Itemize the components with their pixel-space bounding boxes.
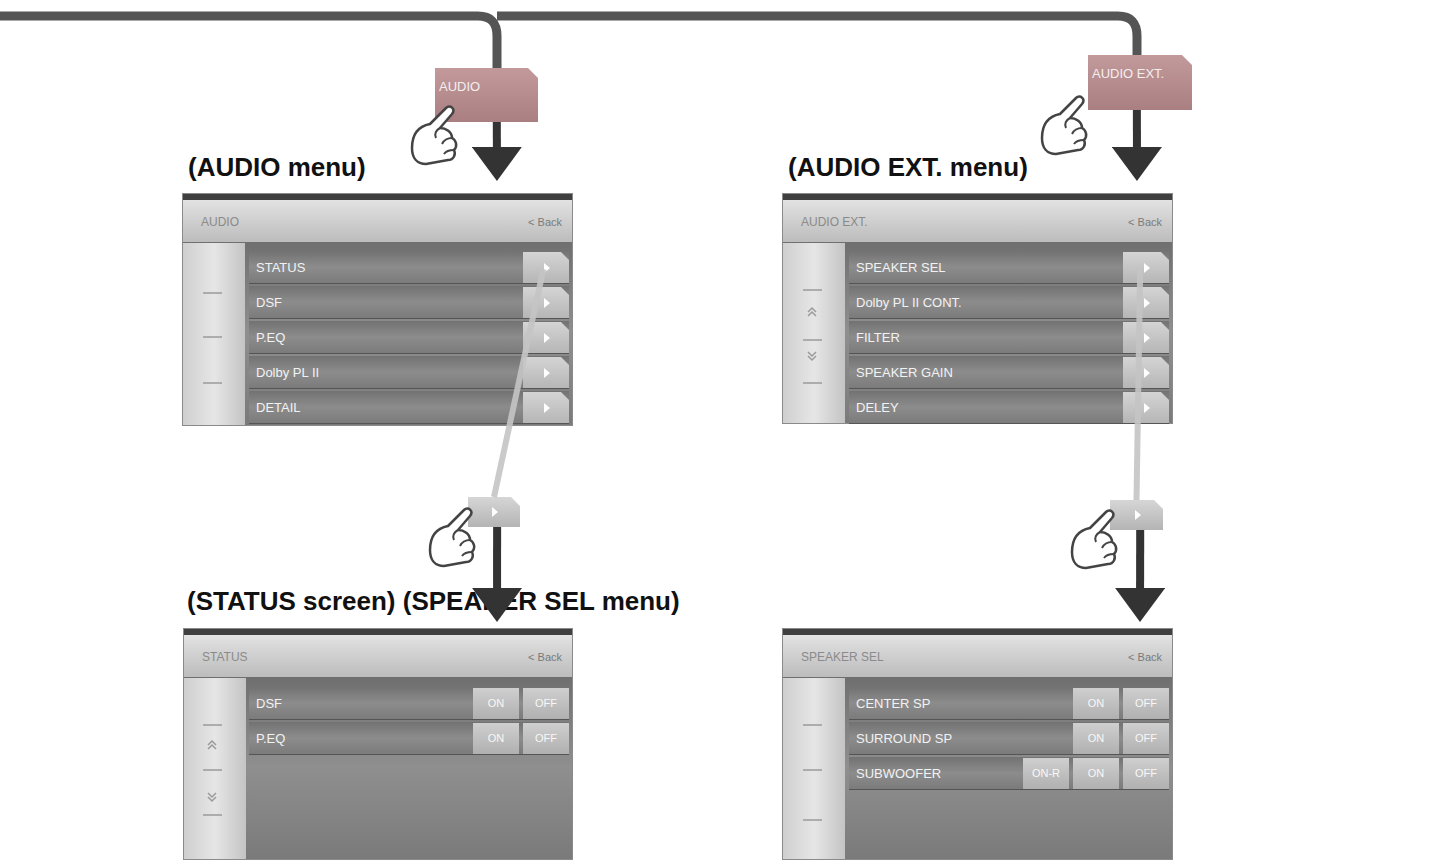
arrow-button: (STATUS) [468, 497, 520, 527]
flow-arrow [1136, 530, 1144, 608]
menu-row: SURROUND SP ONOFF [849, 722, 1169, 755]
menu-item-label: DELEY [856, 400, 899, 415]
menu-item-label: SUBWOOFER [856, 766, 941, 781]
scroll-down-chevron [808, 352, 816, 360]
menu-row: DSF ONOFF [249, 687, 569, 720]
tab-label: AUDIO EXT. [1092, 66, 1164, 81]
back-button-label: < Back [1128, 216, 1162, 228]
flow-arrow [493, 122, 501, 167]
screen-caption: (AUDIO EXT. menu) [788, 152, 1028, 183]
toggle-button-label: ON [473, 688, 519, 719]
scroll-strip [183, 243, 245, 425]
scroll-strip [184, 678, 246, 859]
menu-row: DELEY [849, 391, 1169, 424]
screen-title: AUDIO [201, 215, 239, 229]
toggle-button-label: ON [1073, 688, 1119, 719]
menu-row: Dolby PL II [249, 356, 569, 389]
arrow-button [1123, 287, 1169, 318]
menu-item-label: DSF [256, 696, 282, 711]
flow-arrow [1133, 110, 1141, 167]
screen-caption: (STATUS screen) (SPEAKER SEL menu) [187, 586, 680, 617]
menu-tab: AUDIO [435, 68, 538, 122]
menu-item-label: DETAIL [256, 400, 301, 415]
menu-item-label: SPEAKER GAIN [856, 365, 953, 380]
hand-pointer [412, 107, 456, 164]
scroll-up-chevron [808, 308, 816, 316]
menu-row: DSF [249, 286, 569, 319]
hand-pointer [430, 509, 474, 566]
arrow-button [523, 322, 569, 353]
arrow-button [523, 357, 569, 388]
screen-title: STATUS [202, 650, 248, 664]
menu-row: DETAIL [249, 391, 569, 424]
menu-row: Dolby PL II CONT. [849, 286, 1169, 319]
scroll-mark [803, 725, 822, 820]
scroll-mark [803, 290, 822, 383]
menu-row: SPEAKER SEL [849, 251, 1169, 284]
screen-title: AUDIO EXT. [801, 215, 868, 229]
arrow-button [1123, 357, 1169, 388]
menu-row: P.EQ ONOFF [249, 722, 569, 755]
toggle-button-label: ON [473, 723, 519, 754]
toggle-button-label: OFF [1123, 758, 1169, 789]
arrow-button [523, 287, 569, 318]
toggle-button-label: ON [1073, 758, 1119, 789]
menu-item-label: CENTER SP [856, 696, 930, 711]
menu-row: SUBWOOFER ON-RONOFF [849, 757, 1169, 790]
back-button-label: < Back [528, 216, 562, 228]
menu-row: STATUS [249, 251, 569, 284]
menu-item-label: P.EQ [256, 731, 285, 746]
screen-panel: (AUDIO EXT. menu)AUDIO EXT.< BackSPEAKER… [782, 193, 1173, 424]
toggle-button-label: ON [1073, 723, 1119, 754]
scroll-strip [783, 678, 845, 859]
scroll-up-chevron [208, 741, 216, 749]
arrow-button [523, 252, 569, 283]
menu-item-label: SPEAKER SEL [856, 260, 946, 275]
arrow-button [1123, 252, 1169, 283]
screen-caption: (SPEAKER SEL) [1197, 497, 1398, 528]
screen-panel: STATUS < BackDSF ONOFF P.EQ ONOFF [183, 628, 573, 860]
scroll-mark [203, 725, 222, 815]
arrow-button [1123, 392, 1169, 423]
menu-tab: AUDIO EXT. [1088, 55, 1192, 110]
screen-title: SPEAKER SEL [801, 650, 884, 664]
back-button-label: < Back [1128, 651, 1162, 663]
arrow-button [523, 392, 569, 423]
menu-bus-line [497, 16, 1137, 108]
menu-row: P.EQ [249, 321, 569, 354]
menu-item-label: STATUS [256, 260, 305, 275]
menu-row: SPEAKER GAIN [849, 356, 1169, 389]
arrow-button [1123, 322, 1169, 353]
screen-panel: (AUDIO menu)AUDIO< BackSTATUSDSFP.EQDolb… [182, 193, 573, 426]
scroll-strip [783, 243, 845, 423]
menu-item-label: DSF [256, 295, 282, 310]
menu-row: CENTER SP ONOFF [849, 687, 1169, 720]
tab-label: AUDIO [439, 79, 480, 94]
hand-pointer [1042, 97, 1086, 154]
hand-pointer [1072, 511, 1116, 568]
flow-arrow [493, 527, 501, 608]
toggle-button-label: OFF [1123, 723, 1169, 754]
menu-row: FILTER [849, 321, 1169, 354]
scroll-mark [203, 293, 222, 383]
selection-pointer [1137, 269, 1141, 500]
toggle-button-label: OFF [523, 723, 569, 754]
menu-item-label: Dolby PL II CONT. [856, 295, 962, 310]
toggle-button-label: OFF [523, 688, 569, 719]
screen-caption: (STATUS) [555, 494, 672, 525]
back-button-label: < Back [528, 651, 562, 663]
screen-panel: SPEAKER SEL< BackCENTER SPONOFFSURROUND … [782, 628, 1173, 860]
arrow-button: (SPEAKER SEL) [1110, 500, 1163, 530]
scroll-down-chevron [208, 793, 216, 801]
menu-item-label: SURROUND SP [856, 731, 952, 746]
menu-item-label: FILTER [856, 330, 900, 345]
menu-bus-line [0, 16, 497, 120]
screen-caption: (AUDIO menu) [188, 152, 366, 183]
menu-item-label: P.EQ [256, 330, 285, 345]
toggle-button-label: ON-R [1023, 758, 1069, 789]
selection-pointer [494, 269, 543, 497]
menu-item-label: Dolby PL II [256, 365, 319, 380]
toggle-button-label: OFF [1123, 688, 1169, 719]
